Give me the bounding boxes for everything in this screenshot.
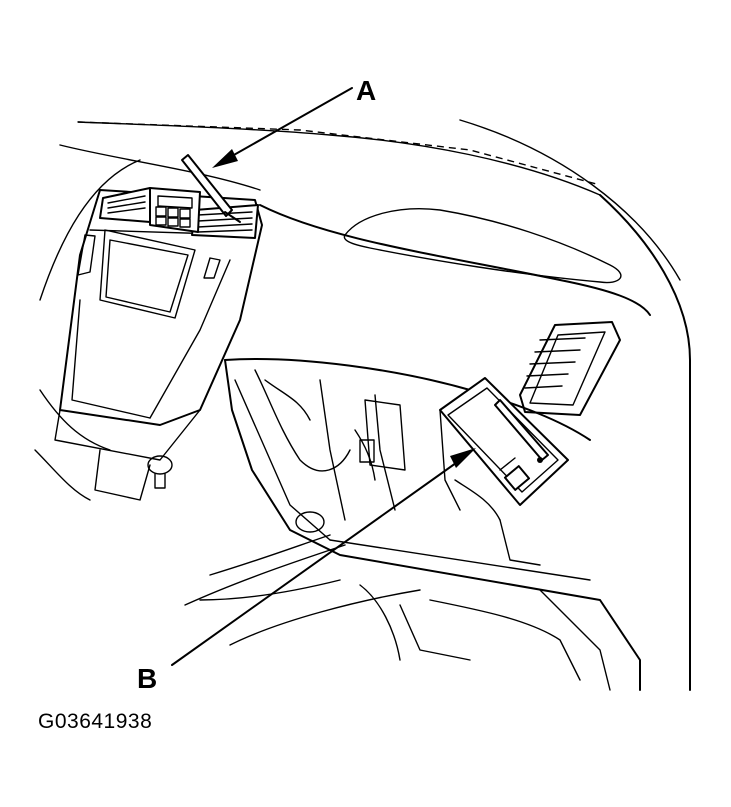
leader-line-a [212,87,353,168]
figure-id: G03641938 [38,710,153,733]
pry-tool-a [181,154,241,223]
floor-lines [184,534,611,691]
leader-line-b [171,448,476,666]
component-b [439,377,569,506]
passenger-vent [519,321,621,416]
glove-box-opening [224,358,641,691]
center-vents [99,187,259,239]
windshield-edge [77,119,691,691]
callout-b-label: B [137,663,157,694]
dashboard-surface [34,144,651,501]
callout-a-label: A [356,75,376,106]
